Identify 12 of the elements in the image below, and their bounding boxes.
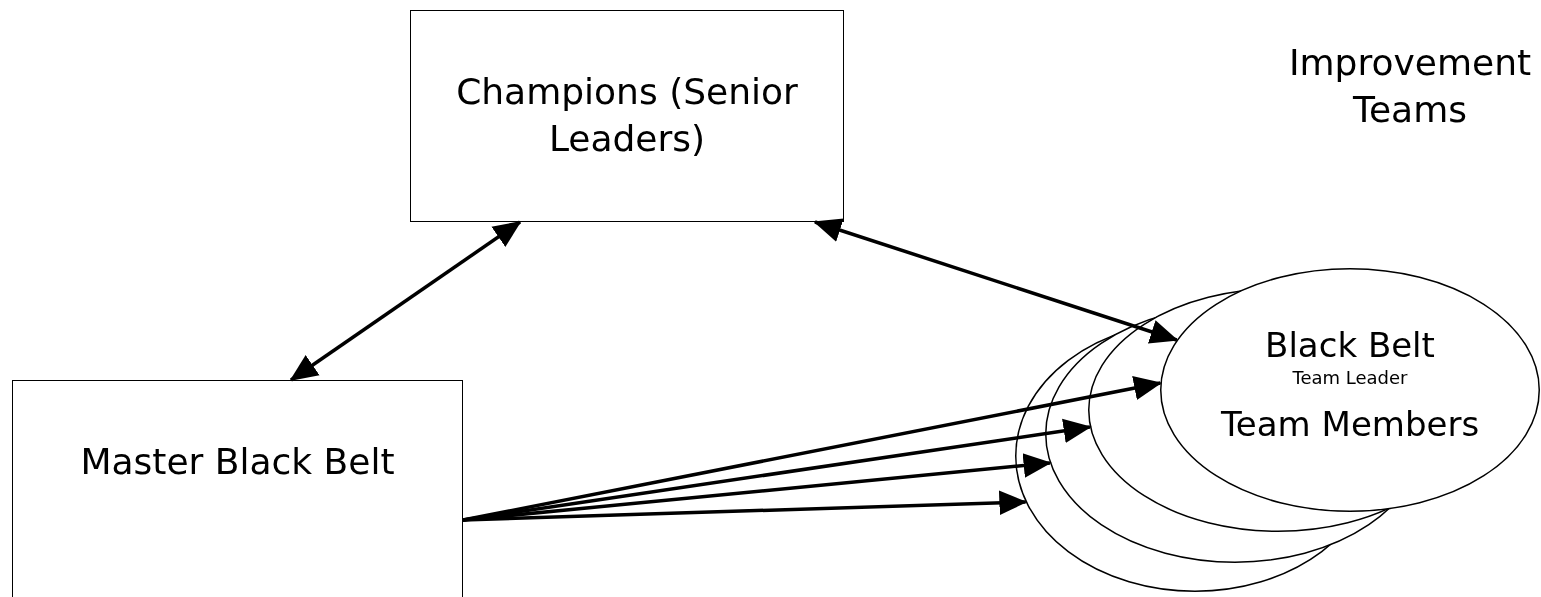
arrow (289, 220, 522, 382)
arrow (813, 218, 1179, 344)
arrow (462, 490, 1028, 522)
role-box (12, 380, 463, 597)
role-label: Team Members (1220, 403, 1480, 446)
role-label: Master Black Belt (79, 440, 396, 484)
role-label: Black Belt (1265, 324, 1435, 367)
team-ellipse-stack (1015, 268, 1541, 594)
role-subtitle: Team Leader (1292, 366, 1408, 389)
role-label: Champions (Senior Leaders) (455, 70, 799, 161)
role-box (410, 10, 844, 222)
group-heading: Improvement Teams (1287, 41, 1533, 132)
